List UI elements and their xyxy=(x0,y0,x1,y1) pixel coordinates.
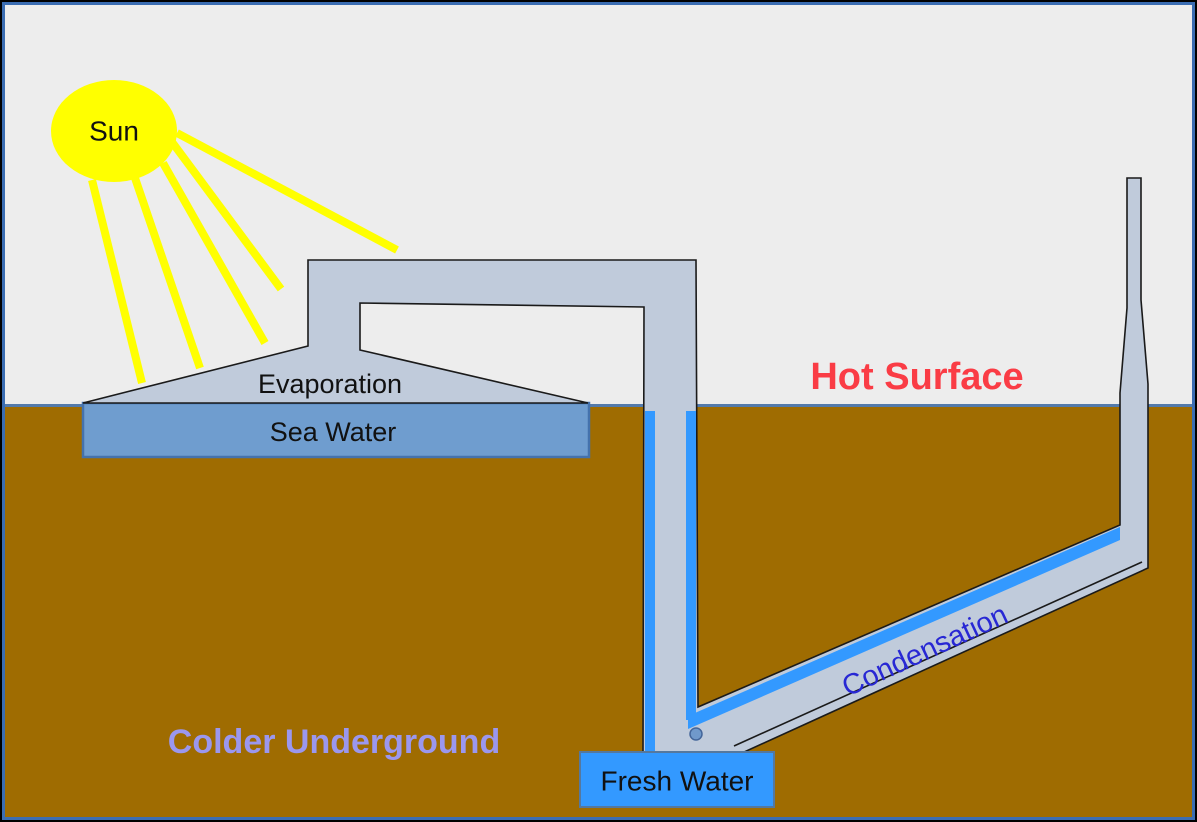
sea-water-label: Sea Water xyxy=(270,417,397,447)
condensation-film xyxy=(688,527,1120,729)
sun-icon xyxy=(51,80,177,182)
sun-rays xyxy=(88,129,399,384)
water-film-right xyxy=(686,411,696,720)
fresh-water-label: Fresh Water xyxy=(601,766,754,797)
sun-ray xyxy=(159,161,269,345)
water-film-left xyxy=(645,411,655,752)
water-droplet-icon xyxy=(689,727,703,741)
sun-ray xyxy=(168,139,285,292)
pipe-inner-wall-line xyxy=(733,561,1143,747)
fresh-water-basin xyxy=(579,751,775,808)
sun-ray xyxy=(88,179,146,384)
sun-ray xyxy=(131,176,204,370)
evaporation-label: Evaporation xyxy=(258,369,402,399)
colder-underground-label: Colder Underground xyxy=(168,723,500,761)
sun-label: Sun xyxy=(89,116,139,147)
pipe-system xyxy=(82,177,1149,754)
sun-ray xyxy=(175,129,399,254)
hot-surface-label: Hot Surface xyxy=(810,356,1023,398)
